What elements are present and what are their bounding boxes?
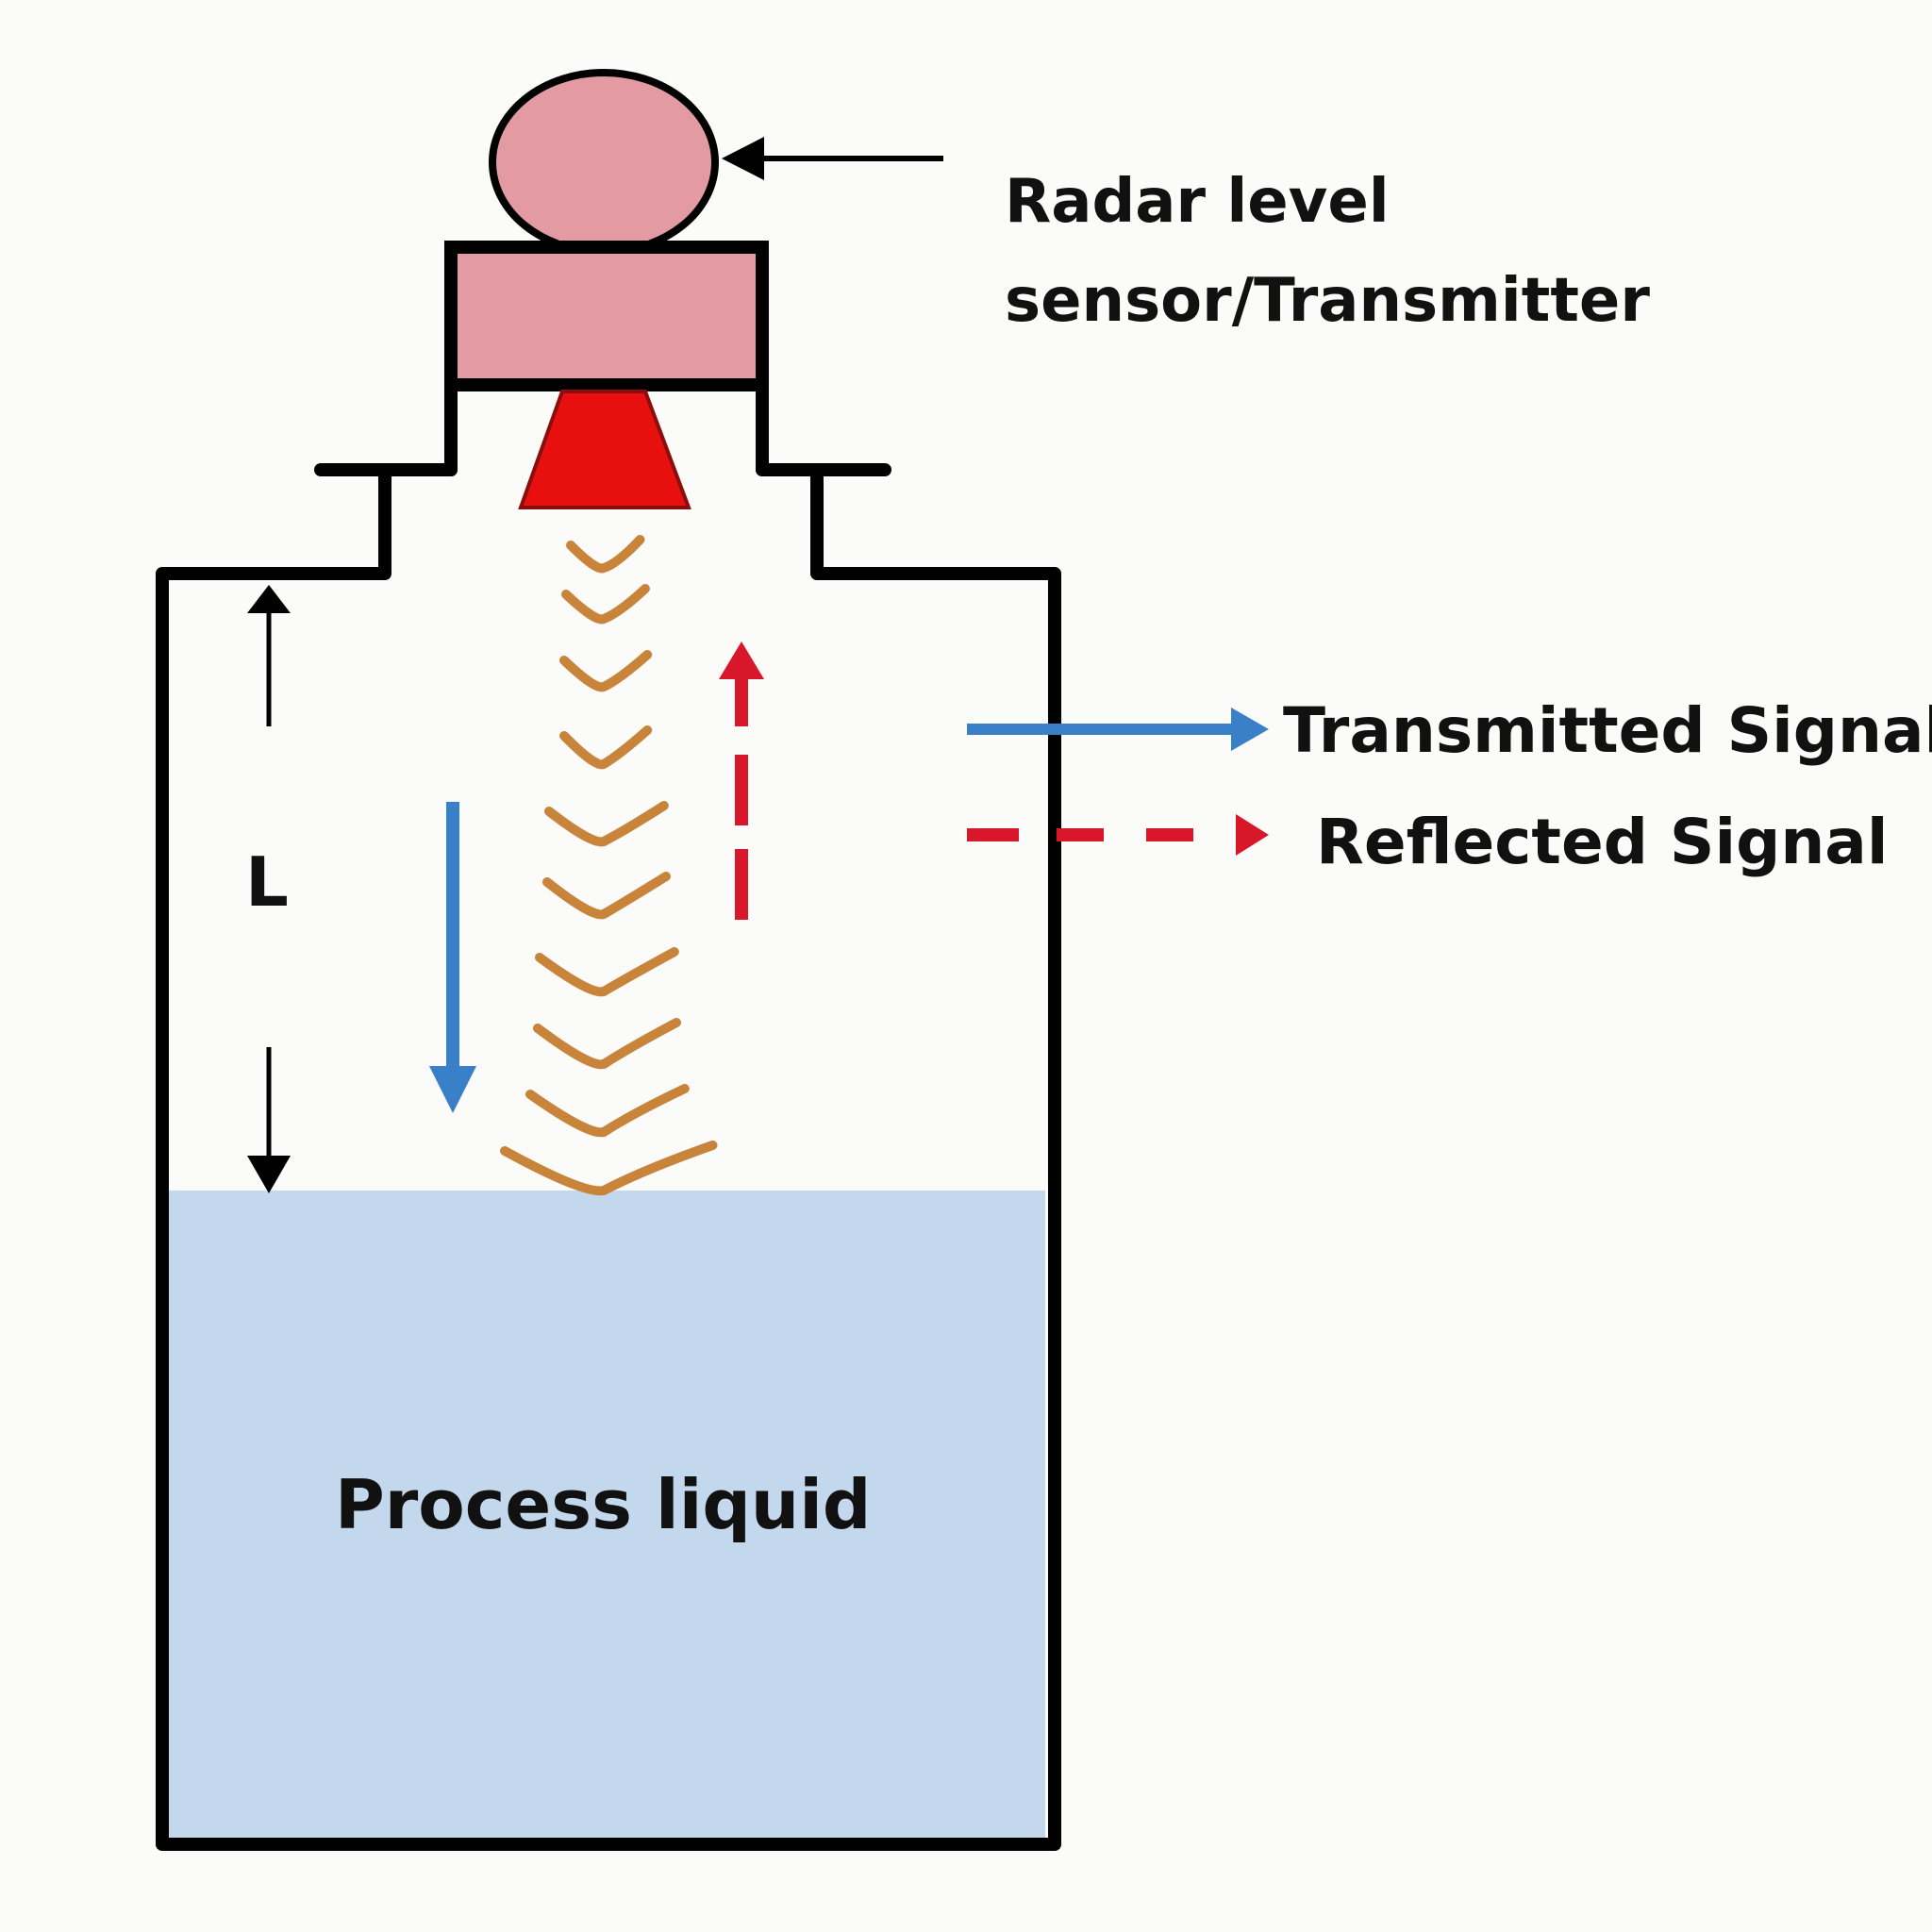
wave-arc: [566, 535, 645, 574]
legend-transmitted-label: Transmitted Signal: [1283, 694, 1932, 767]
wave-arc: [544, 801, 669, 847]
wave-arc: [500, 1141, 718, 1196]
wave-arc: [533, 1018, 681, 1070]
process-liquid-label: Process liquid: [335, 1465, 871, 1544]
process-liquid: [168, 1191, 1045, 1840]
antenna-horn: [518, 390, 691, 509]
wave-arc: [542, 872, 671, 920]
transmitted-arrowhead: [429, 1066, 476, 1113]
wave-arc: [561, 584, 650, 625]
sensor-body: [444, 241, 769, 391]
reflected-arrowhead: [719, 641, 764, 679]
wave-arc: [559, 725, 653, 770]
wave-arc: [559, 650, 653, 692]
distance-label: L: [245, 842, 289, 922]
sensor-label-2: sensor/Transmitter: [1005, 266, 1650, 336]
sensor-label-1: Radar level: [1005, 167, 1390, 237]
radar-waves: [500, 535, 718, 1196]
wave-arc: [535, 947, 679, 997]
sensor-dome: [489, 69, 719, 256]
wave-arc: [525, 1084, 690, 1138]
legend-reflected-label: Reflected Signal: [1316, 806, 1888, 878]
